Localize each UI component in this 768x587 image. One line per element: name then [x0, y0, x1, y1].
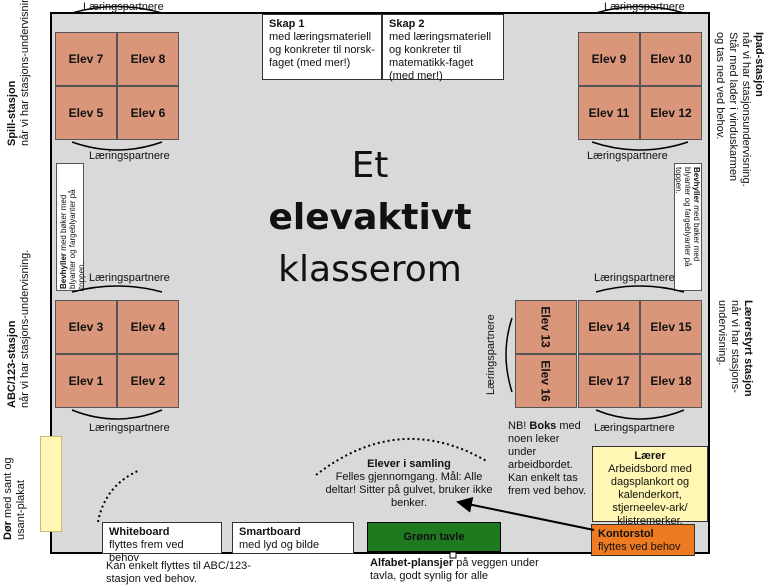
room-title-line-2: elevaktivt	[268, 197, 472, 238]
partner-label-br-top: Læringspartnere	[594, 272, 675, 284]
partner-label-br-bottom: Læringspartnere	[594, 422, 675, 434]
desk-elev-11: Elev 11	[578, 86, 640, 140]
boks-text: med noen leker under arbeidbordet. Kan e…	[508, 420, 587, 497]
partner-label-tr-bottom: Læringspartnere	[587, 150, 668, 162]
whiteboard-title: Whiteboard	[109, 526, 170, 538]
desk-elev-9: Elev 9	[578, 32, 640, 86]
skap-2: Skap 2 med læringsmateriell og konkreter…	[382, 14, 504, 82]
partner-label-bl-bottom: Læringspartnere	[89, 422, 170, 434]
desk-elev-10: Elev 10	[640, 32, 702, 86]
whiteboard: Whiteboard flyttes frem ved behov	[102, 522, 222, 564]
desk-elev-12: Elev 12	[640, 86, 702, 140]
desk-elev-15: Elev 15	[640, 300, 702, 354]
gronn-tavle: Grønn tavle	[367, 522, 501, 552]
partner-arc-bl-top	[71, 285, 163, 293]
desk-elev-7: Elev 7	[55, 32, 117, 86]
desk-elev-1: Elev 1	[55, 354, 117, 408]
alfabet-note: Alfabet-plansjer på veggen under tavla, …	[370, 557, 560, 583]
samling-area: Elever i samling Felles gjennomgang. Mål…	[324, 458, 494, 510]
skap-1: Skap 1 med læringsmateriell og konkreter…	[262, 14, 382, 80]
samling-text: Felles gjennomgang. Mål: Alle deltar! Si…	[325, 471, 493, 509]
partner-arc-br-bottom	[595, 409, 685, 420]
skap-2-title: Skap 2	[389, 18, 425, 30]
boks-title: Boks	[529, 420, 557, 432]
gronn-tavle-label: Grønn tavle	[403, 531, 465, 543]
desk-elev-18: Elev 18	[640, 354, 702, 408]
room-title-line-1: Et	[351, 145, 389, 186]
desk-elev-13: Elev 13	[515, 300, 577, 354]
teacher-desk: Lærer Arbeidsbord med dagsplankort og ka…	[592, 446, 708, 540]
whiteboard-note: Kan enkelt flyttes til ABC/123-stasjon v…	[106, 560, 251, 585]
door	[40, 436, 62, 532]
room-title-line-3: klasserom	[278, 249, 462, 290]
kontorstol: Kontorstol flyttes ved behov	[591, 524, 695, 556]
boks-note: NB! Boks med noen leker under arbeidbord…	[508, 420, 588, 498]
shelf-right: Bevhyller med bøker med blyanter og farg…	[674, 163, 702, 291]
partner-arc-tl-top	[71, 5, 163, 14]
board-marker	[449, 551, 457, 559]
desk-elev-14: Elev 14	[578, 300, 640, 354]
smartboard: Smartboard med lyd og bilde	[232, 522, 354, 554]
skap-1-title: Skap 1	[269, 18, 305, 30]
desk-elev-16: Elev 16	[515, 354, 577, 408]
partner-arc-br-top	[595, 285, 685, 293]
skap-2-text: med læringsmateriell og konkreter til ma…	[389, 31, 492, 82]
samling-title: Elever i samling	[367, 458, 451, 470]
room-title: Et elevaktivt klasserom	[240, 140, 500, 296]
partner-arc-bl-bottom	[71, 409, 163, 420]
desk-elev-3: Elev 3	[55, 300, 117, 354]
smartboard-title: Smartboard	[239, 526, 301, 538]
shelf-left: Bevhyller med bøker med blyanter og farg…	[56, 163, 86, 291]
desk-elev-2: Elev 2	[117, 354, 179, 408]
kontorstol-text: flyttes ved behov	[598, 541, 681, 553]
whiteboard-text: flyttes frem ved behov	[109, 539, 184, 564]
boks-prefix: NB!	[508, 420, 530, 432]
partner-label-bl-top: Læringspartnere	[89, 272, 170, 284]
desk-elev-8: Elev 8	[117, 32, 179, 86]
alfabet-title: Alfabet-plansjer	[370, 557, 454, 569]
desk-elev-17: Elev 17	[578, 354, 640, 408]
desk-elev-6: Elev 6	[117, 86, 179, 140]
teacher-desk-title: Lærer	[634, 450, 666, 462]
partner-label-tl-bottom: Læringspartnere	[89, 150, 170, 162]
desk-elev-4: Elev 4	[117, 300, 179, 354]
whiteboard-move-arc	[97, 469, 141, 523]
kontorstol-title: Kontorstol	[598, 528, 654, 540]
desk-elev-5: Elev 5	[55, 86, 117, 140]
partner-arc-tr-bottom	[591, 141, 689, 151]
partner-arc-tr-top	[595, 5, 685, 14]
partner-arc-tl-bottom	[71, 141, 163, 151]
skap-1-text: med læringsmateriell og konkreter til no…	[269, 31, 375, 69]
smartboard-text: med lyd og bilde	[239, 539, 320, 551]
partner-arc-br-left	[505, 317, 513, 393]
teacher-arrow	[456, 496, 595, 531]
alfabet-text: på veggen under tavla, godt synlig for a…	[370, 557, 539, 582]
samling-arc	[315, 437, 489, 476]
